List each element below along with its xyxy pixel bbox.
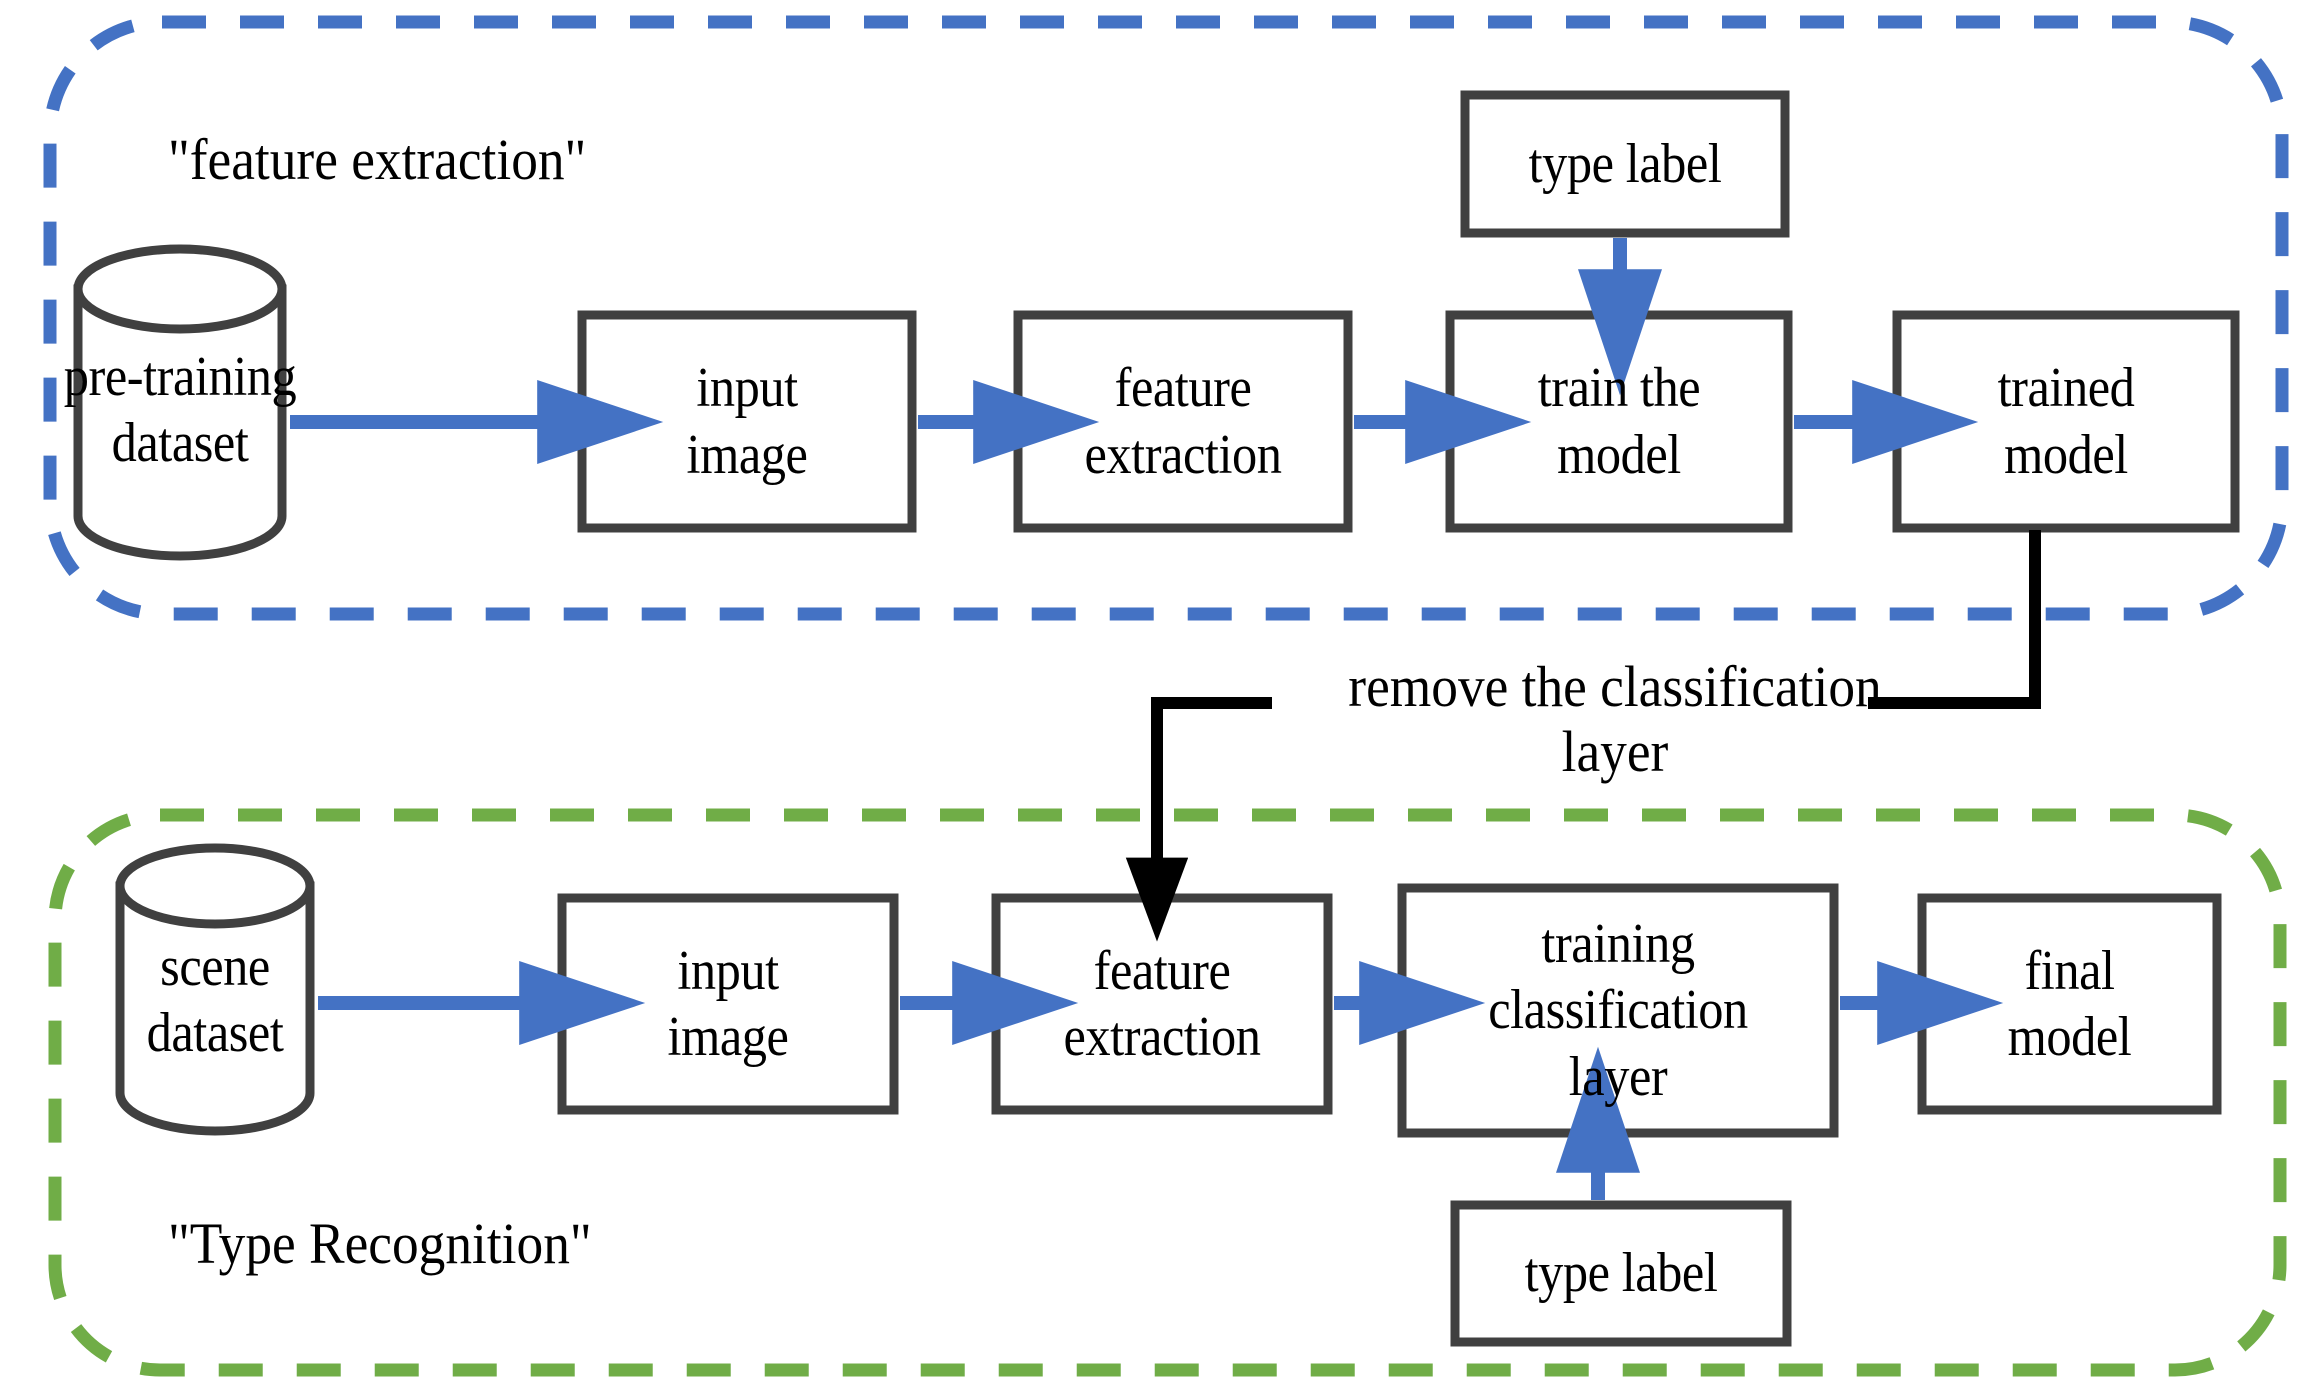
top-group-caption-text: "feature extraction" <box>168 127 587 192</box>
edge-caption-line-1: remove the classification <box>1348 654 1882 719</box>
connector-remove-classification-layer <box>1868 530 2041 709</box>
node-input-image-bottom <box>557 893 899 1115</box>
node-pre-training-dataset <box>73 244 287 561</box>
node-input-image-top <box>577 310 917 533</box>
node-feature-extraction-top <box>1013 310 1353 533</box>
bottom-group-boundary <box>48 808 2287 1377</box>
connector-remove-classification-layer-arrow <box>1125 697 1272 942</box>
node-feature-extraction-bottom <box>991 893 1333 1115</box>
node-scene-dataset <box>115 843 315 1136</box>
bottom-group-caption-text: "Type Recognition" <box>168 1211 592 1276</box>
top-group-caption: "feature extraction" <box>168 128 586 192</box>
bottom-group-caption: "Type Recognition" <box>168 1212 592 1276</box>
node-train-the-model <box>1445 310 1793 533</box>
top-group-boundary <box>43 15 2289 621</box>
node-type-label-bottom <box>1450 1200 1792 1347</box>
node-type-label-top <box>1460 90 1790 238</box>
edge-caption-line-2: layer <box>1561 718 1669 784</box>
node-final-model <box>1917 893 2222 1115</box>
node-training-classification-layer <box>1397 883 1839 1138</box>
node-trained-model <box>1892 310 2240 533</box>
edge-caption-remove-classification-layer: remove the classification layer <box>1293 654 1937 785</box>
